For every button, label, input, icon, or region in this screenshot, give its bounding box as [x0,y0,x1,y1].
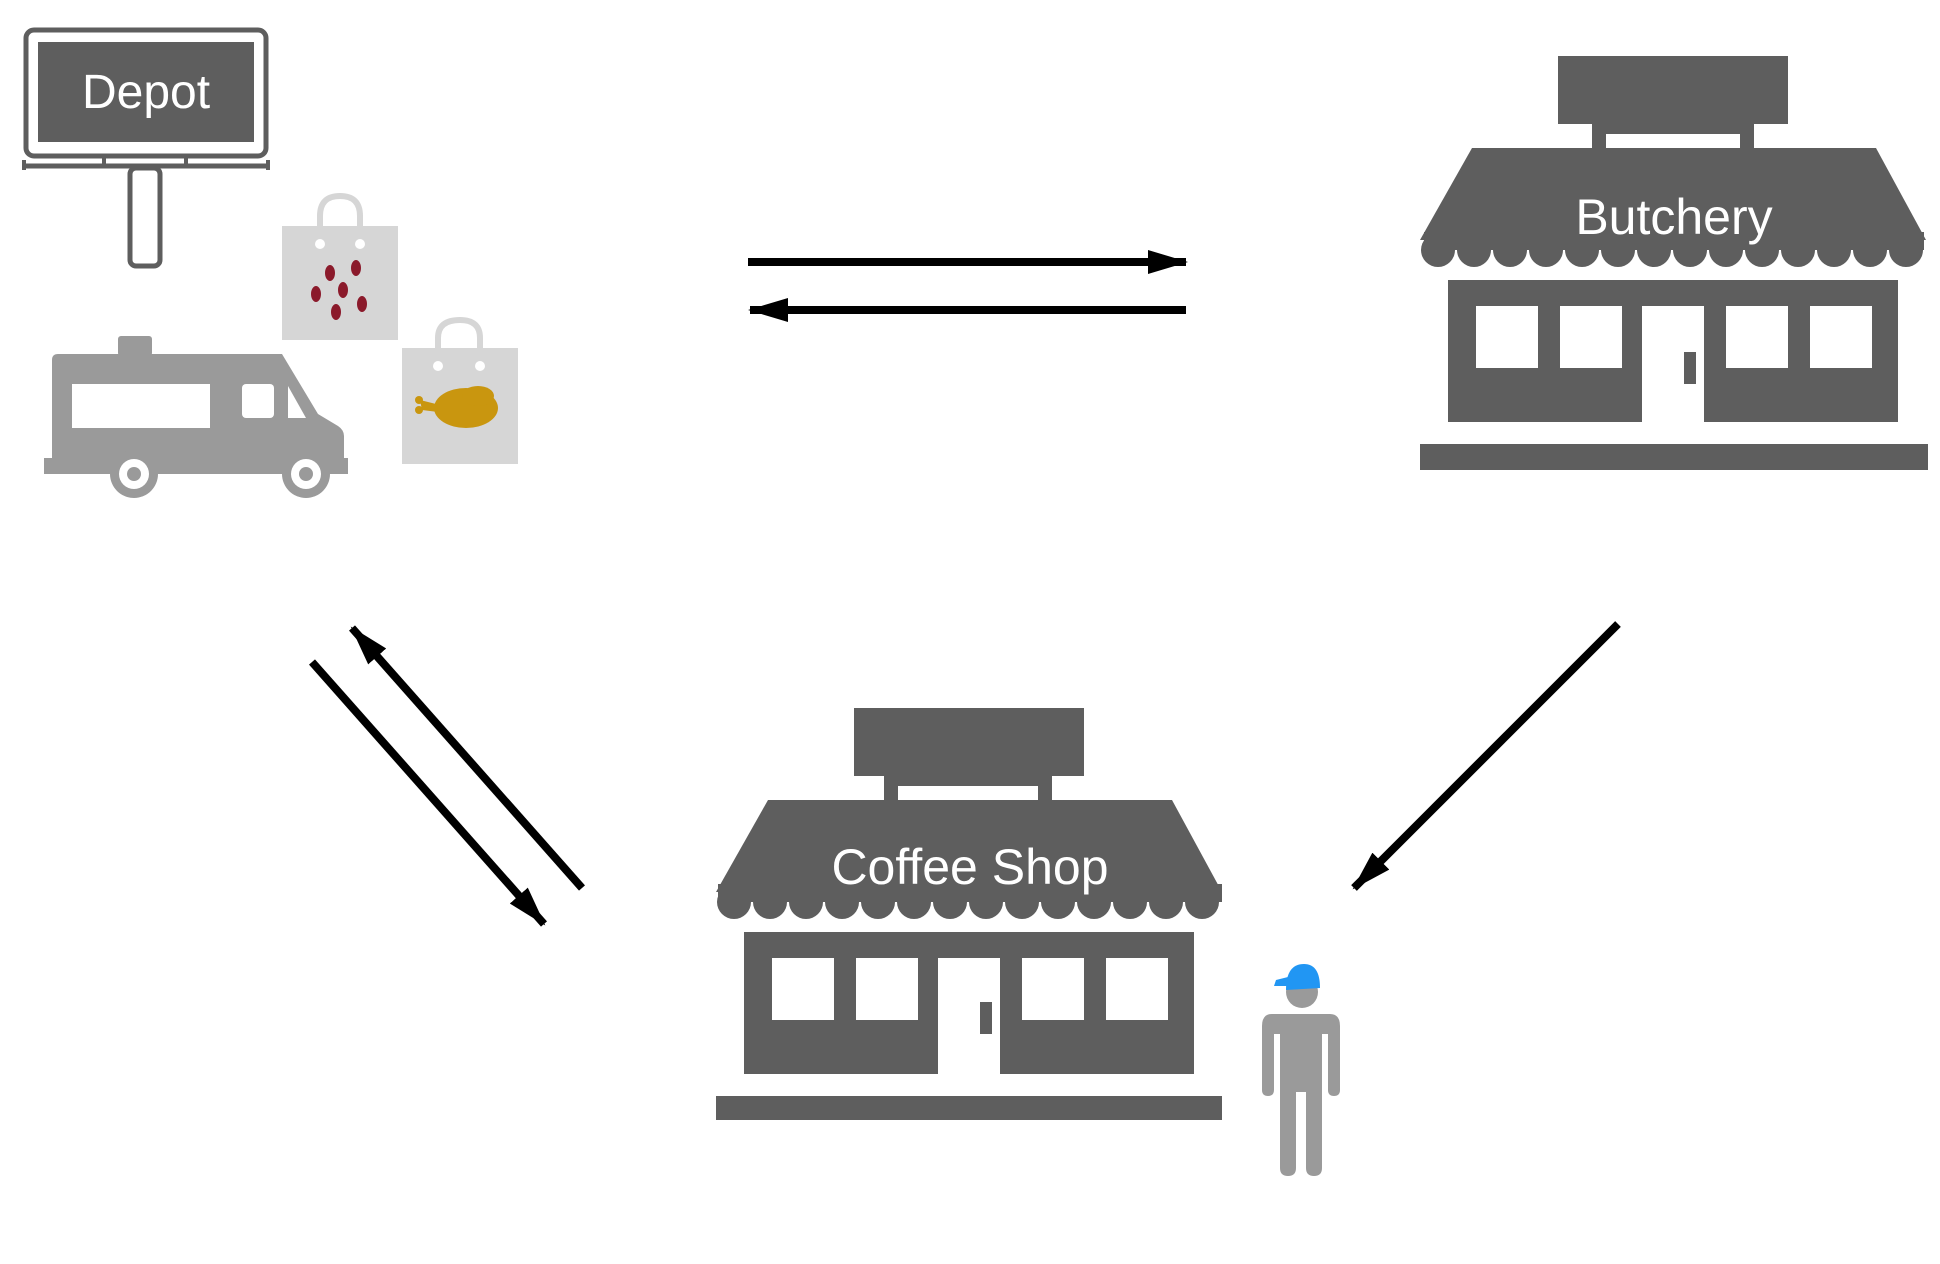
coffee-shop-storefront-icon: Coffee Shop [716,708,1222,1120]
butchery-label: Butchery [1575,189,1772,245]
flow-arrows [309,250,1621,927]
arrow-butchery-to-customer [1351,621,1621,891]
depot-label: Depot [82,66,210,119]
delivery-truck-icon [44,336,348,498]
depot-sign-icon: Depot [22,27,270,269]
butchery-storefront-icon: Butchery [1420,56,1928,470]
coffee-shop-label: Coffee Shop [831,839,1108,895]
chicken-bag-icon [402,316,518,464]
arrow-depot-to-coffee-shop [309,659,547,927]
person-with-cap-icon [1262,964,1340,1176]
arrow-coffee-shop-to-depot [349,625,585,891]
coffee-beans-bag-icon [282,192,398,340]
